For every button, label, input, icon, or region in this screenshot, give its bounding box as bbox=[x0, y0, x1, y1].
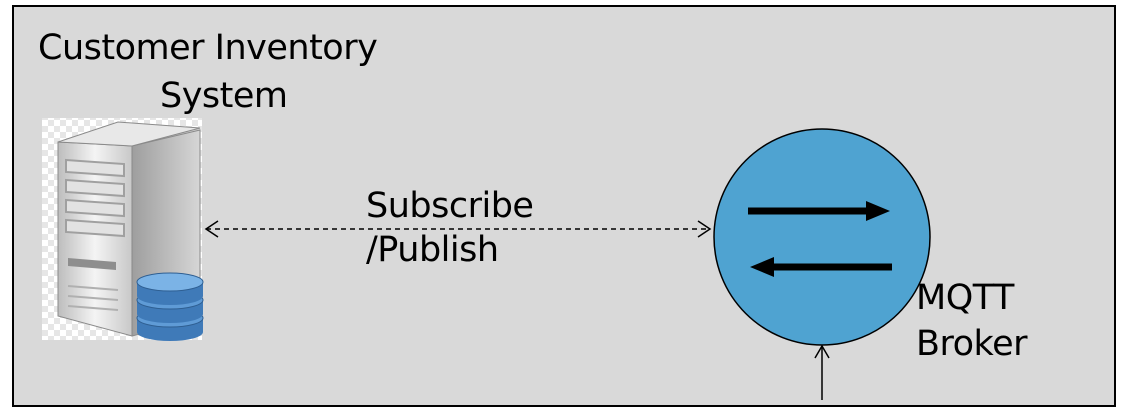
connection-label-line1: Subscribe bbox=[366, 186, 534, 226]
exchange-arrows-icon bbox=[748, 201, 892, 277]
incoming-connector bbox=[814, 344, 830, 400]
database-icon bbox=[136, 272, 204, 341]
broker-label-line1: MQTT bbox=[916, 278, 1014, 318]
mqtt-broker-node bbox=[713, 128, 931, 346]
system-title-line1: Customer Inventory bbox=[38, 28, 378, 68]
system-title-line2: System bbox=[160, 76, 288, 116]
connection-label-line2: /Publish bbox=[366, 230, 499, 270]
broker-label-line2: Broker bbox=[916, 324, 1028, 364]
subscribe-publish-connector bbox=[204, 220, 712, 238]
